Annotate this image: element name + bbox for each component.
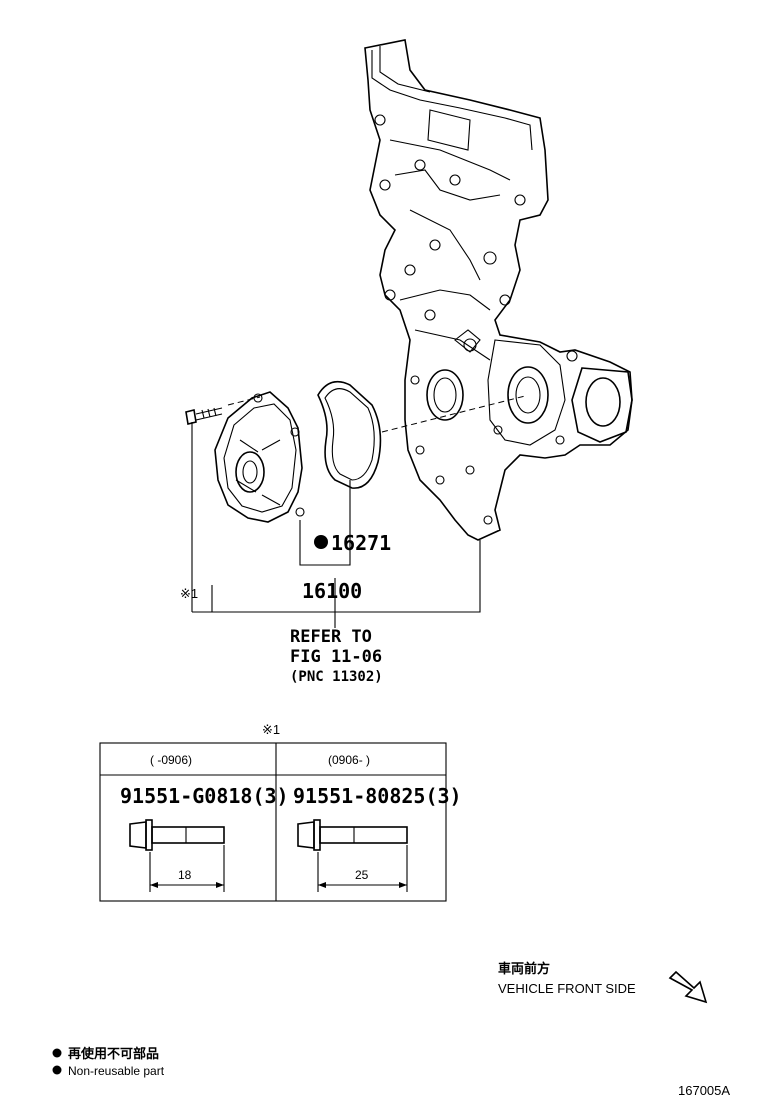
bolt-icon	[129, 819, 225, 851]
table-range-col1: ( -0906)	[150, 753, 192, 767]
note-mark: ※1	[180, 586, 198, 601]
direction-label-japanese: 車両前方	[498, 961, 550, 976]
table-length-col1: 18	[178, 868, 192, 882]
table-length-col2: 25	[355, 868, 369, 882]
front-direction-arrow-icon	[668, 970, 708, 1004]
figure-id: 167005A	[678, 1083, 730, 1098]
alignment-dash-2	[381, 395, 526, 433]
dimension-line-col2	[317, 845, 408, 892]
reference-line-2: FIG 11-06	[290, 647, 382, 667]
part-label-water-pump: 16100	[302, 579, 362, 603]
leader-lines	[191, 422, 481, 628]
table-partno-col1: 91551-G0818(3)	[120, 784, 289, 808]
legend-japanese: 再使用不可部品	[68, 1046, 159, 1061]
alignment-dash-1	[227, 396, 261, 406]
bolt-table	[99, 742, 447, 902]
direction-label-english: VEHICLE FRONT SIDE	[498, 981, 636, 996]
non-reusable-dot-icon	[314, 535, 328, 549]
non-reusable-dot-icon	[52, 1048, 62, 1058]
reference-line-1: REFER TO	[290, 627, 372, 647]
table-range-col2: (0906- )	[328, 753, 370, 767]
bolt-icon	[297, 819, 408, 851]
water-pump-drawing	[214, 391, 305, 523]
timing-cover-drawing	[364, 39, 633, 541]
part-label-gasket: 16271	[331, 531, 391, 555]
legend-english: Non-reusable part	[68, 1064, 165, 1078]
non-reusable-dot-icon	[52, 1065, 62, 1075]
reference-line-3: (PNC 11302)	[290, 669, 383, 685]
gasket-drawing	[317, 380, 382, 489]
table-note-mark: ※1	[262, 722, 280, 737]
table-partno-col2: 91551-80825(3)	[293, 784, 462, 808]
dimension-line-col1	[149, 845, 225, 892]
bolt-icon	[185, 407, 223, 425]
